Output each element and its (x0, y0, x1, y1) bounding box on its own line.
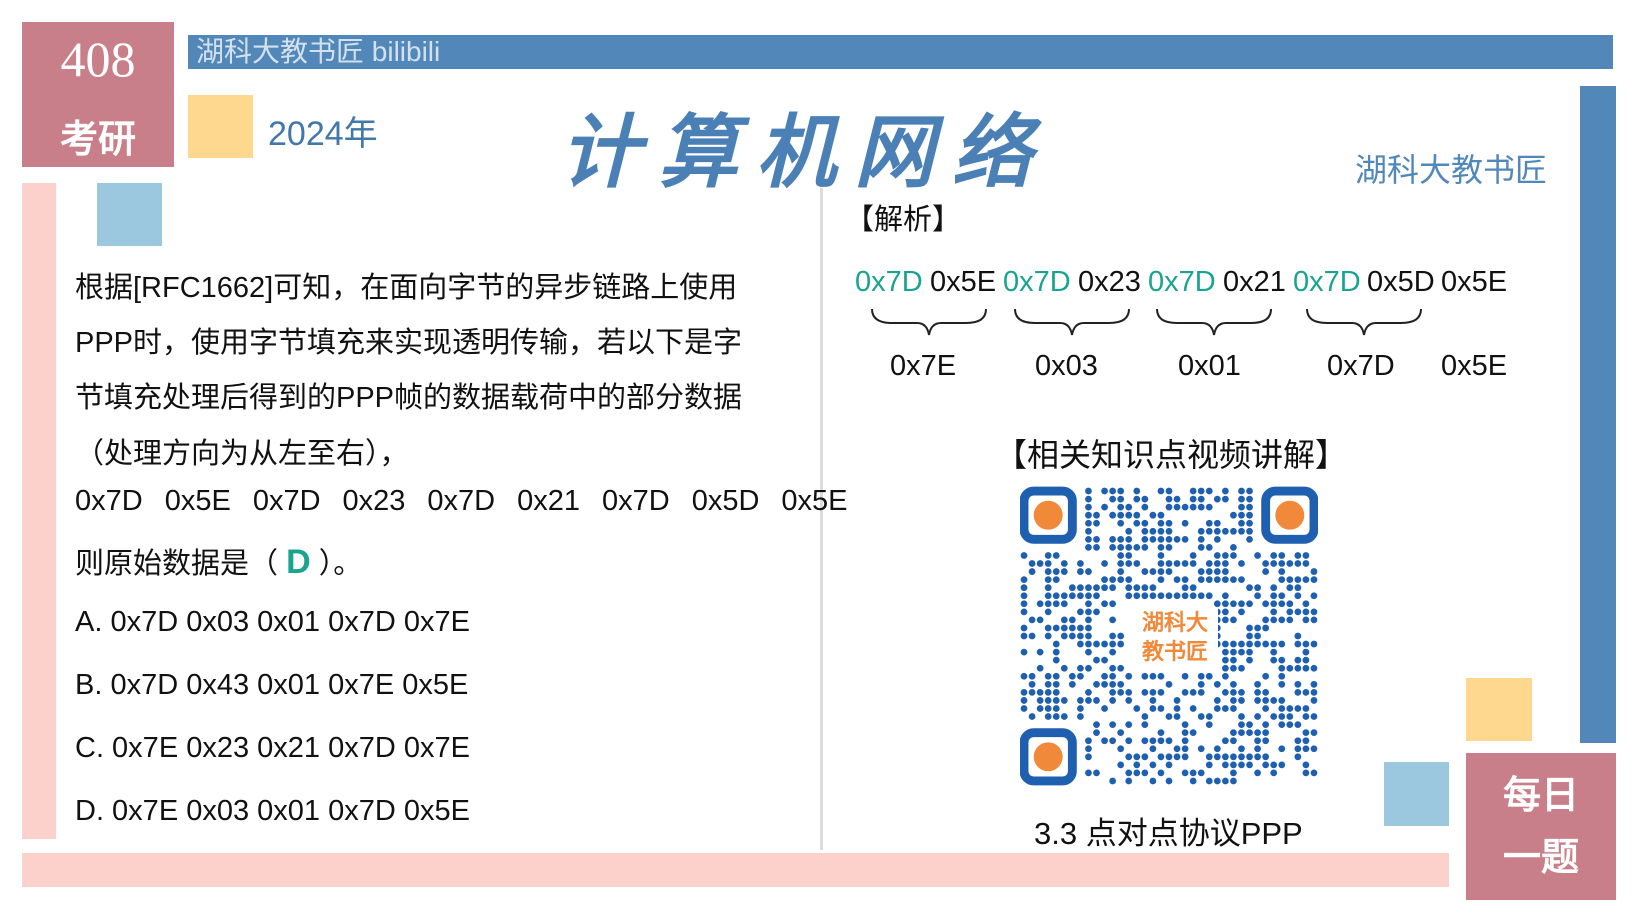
badge-label: 考研 (59, 119, 136, 161)
option-a: A. 0x7D 0x03 0x01 0x7D 0x7E (75, 606, 470, 638)
question-line: PPP时，使用字节填充来实现透明传输，若以下是字 (75, 327, 743, 359)
prompt-text: ）。 (318, 548, 363, 580)
video-title[interactable]: 3.3 点对点协议PPP (1034, 816, 1303, 851)
data-byte: 0x7D (427, 485, 496, 517)
decoded-byte: 0x7E (890, 350, 957, 382)
question-line: （处理方向为从左至右）， (75, 438, 409, 470)
qr-logo-text: 湖科大 教书匠 (1132, 608, 1218, 666)
badge-box (22, 22, 174, 167)
question-line: 节填充处理后得到的PPP帧的数据载荷中的部分数据 (75, 382, 743, 414)
watermark: 湖科大教书匠 bilibili (196, 36, 441, 67)
data-byte: 0x7D (602, 485, 670, 517)
data-byte: 0x23 (342, 485, 406, 517)
decor-square (1466, 678, 1532, 741)
data-byte: 0x5E (781, 485, 848, 517)
decor-square (97, 183, 162, 246)
data-byte: 0x5E (164, 485, 231, 517)
left-bar (22, 183, 56, 839)
year-label: 2024年 (268, 115, 378, 153)
badge-number: 408 (60, 31, 136, 87)
stuffed-byte: 0x7D (1148, 266, 1216, 298)
stuffed-byte: 0x5E (1441, 266, 1508, 298)
data-byte: 0x7D (252, 485, 321, 517)
decoded-byte: 0x01 (1178, 350, 1241, 382)
brand-label: 湖科大教书匠 (1355, 152, 1548, 188)
prompt-text: 则原始数据是（ (75, 548, 279, 580)
stuffed-byte: 0x21 (1223, 266, 1286, 298)
corner-line2: 一题 (1502, 837, 1579, 879)
question-line: 根据[RFC1662]可知，在面向字节的异步链路上使用 (75, 272, 738, 304)
question-data: 0x7D 0x5E 0x7D 0x23 0x7D 0x21 0x7D 0x5D 0x5E (75, 485, 870, 518)
brace (1306, 308, 1422, 336)
stuffed-byte: 0x5D (1367, 266, 1435, 298)
decoded-byte: 0x5E (1441, 350, 1508, 382)
stuffed-byte: 0x7D (855, 266, 923, 298)
brace (871, 308, 987, 336)
data-byte: 0x7D (75, 485, 143, 517)
bottom-bar (22, 853, 1449, 887)
decor-square (1384, 762, 1449, 826)
brace (1156, 308, 1272, 336)
right-bar (1580, 86, 1616, 743)
option-c: C. 0x7E 0x23 0x21 0x7D 0x7E (75, 732, 470, 764)
top-bar (188, 35, 1613, 69)
analysis-heading: 【解析】 (845, 204, 962, 236)
decoded-byte: 0x03 (1035, 350, 1098, 382)
stuffed-byte: 0x23 (1078, 266, 1141, 298)
qr-code[interactable] (1020, 486, 1318, 786)
question-prompt: 则原始数据是（ D ）。 (75, 540, 362, 582)
decoded-byte: 0x7D (1327, 350, 1395, 382)
data-byte: 0x21 (517, 485, 580, 517)
video-heading: 【相关知识点视频讲解】 (995, 437, 1348, 473)
option-b: B. 0x7D 0x43 0x01 0x7E 0x5E (75, 669, 469, 701)
page-title: 计算机网络 (560, 105, 1050, 199)
corner-line1: 每日 (1502, 775, 1579, 817)
answer: D (286, 543, 311, 581)
brace (1014, 308, 1130, 336)
option-d: D. 0x7E 0x03 0x01 0x7D 0x5E (75, 795, 470, 827)
decor-square (188, 95, 253, 158)
daily-question-badge: 每日一题 (1466, 753, 1616, 900)
data-byte: 0x5D (691, 485, 760, 517)
stuffed-byte: 0x5E (930, 266, 997, 298)
stuffed-byte: 0x7D (1003, 266, 1071, 298)
divider (820, 188, 823, 850)
stuffed-byte: 0x7D (1293, 266, 1361, 298)
